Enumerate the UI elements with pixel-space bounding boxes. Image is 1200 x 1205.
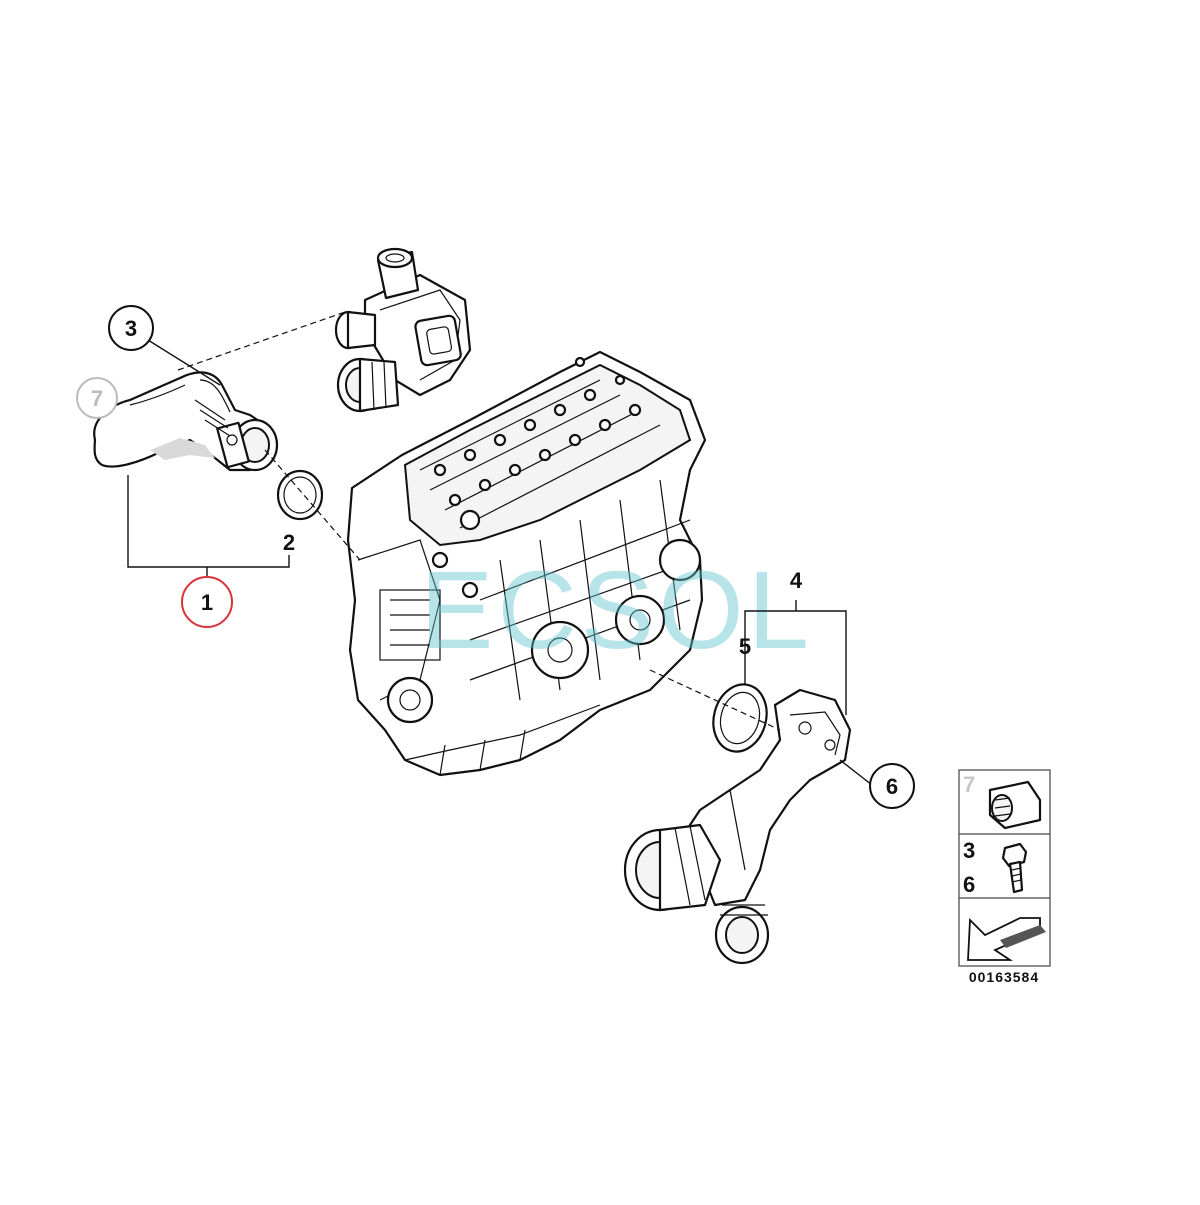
coolant-pipe-upper — [93, 371, 279, 472]
legend-box: 7 3 6 — [958, 769, 1051, 967]
svg-text:6: 6 — [963, 872, 975, 897]
o-ring-2 — [276, 469, 324, 521]
svg-text:3: 3 — [125, 316, 137, 341]
bolt-icon — [1001, 842, 1028, 894]
leader-lines — [127, 311, 873, 786]
svg-text:6: 6 — [886, 774, 898, 799]
legend-row-clip: 7 — [963, 772, 1042, 830]
svg-text:4: 4 — [790, 568, 803, 593]
svg-text:7: 7 — [963, 772, 975, 797]
o-ring-5 — [712, 683, 768, 753]
callout-3: 3 — [108, 305, 154, 351]
callout-7: 7 — [76, 377, 118, 419]
cam-bolts — [433, 356, 642, 507]
engine-block — [346, 350, 707, 777]
callout-4: 4 — [790, 568, 803, 593]
callout-6: 6 — [869, 763, 915, 809]
svg-text:7: 7 — [91, 386, 103, 411]
legend-row-bolt: 3 6 — [963, 838, 1028, 897]
catalog-number: 00163584 — [969, 969, 1039, 985]
svg-text:5: 5 — [739, 634, 751, 659]
callout-1: 1 — [181, 576, 233, 628]
coolant-pipe-lower — [623, 688, 852, 965]
thermostat-housing — [334, 247, 472, 413]
svg-text:1: 1 — [201, 590, 213, 615]
svg-text:2: 2 — [283, 530, 295, 555]
watermark-text: ECSOL — [420, 549, 813, 672]
callout-5: 5 — [739, 634, 751, 659]
legend-row-arrow — [967, 917, 1046, 961]
callout-2: 2 — [283, 530, 295, 555]
svg-text:3: 3 — [963, 838, 975, 863]
